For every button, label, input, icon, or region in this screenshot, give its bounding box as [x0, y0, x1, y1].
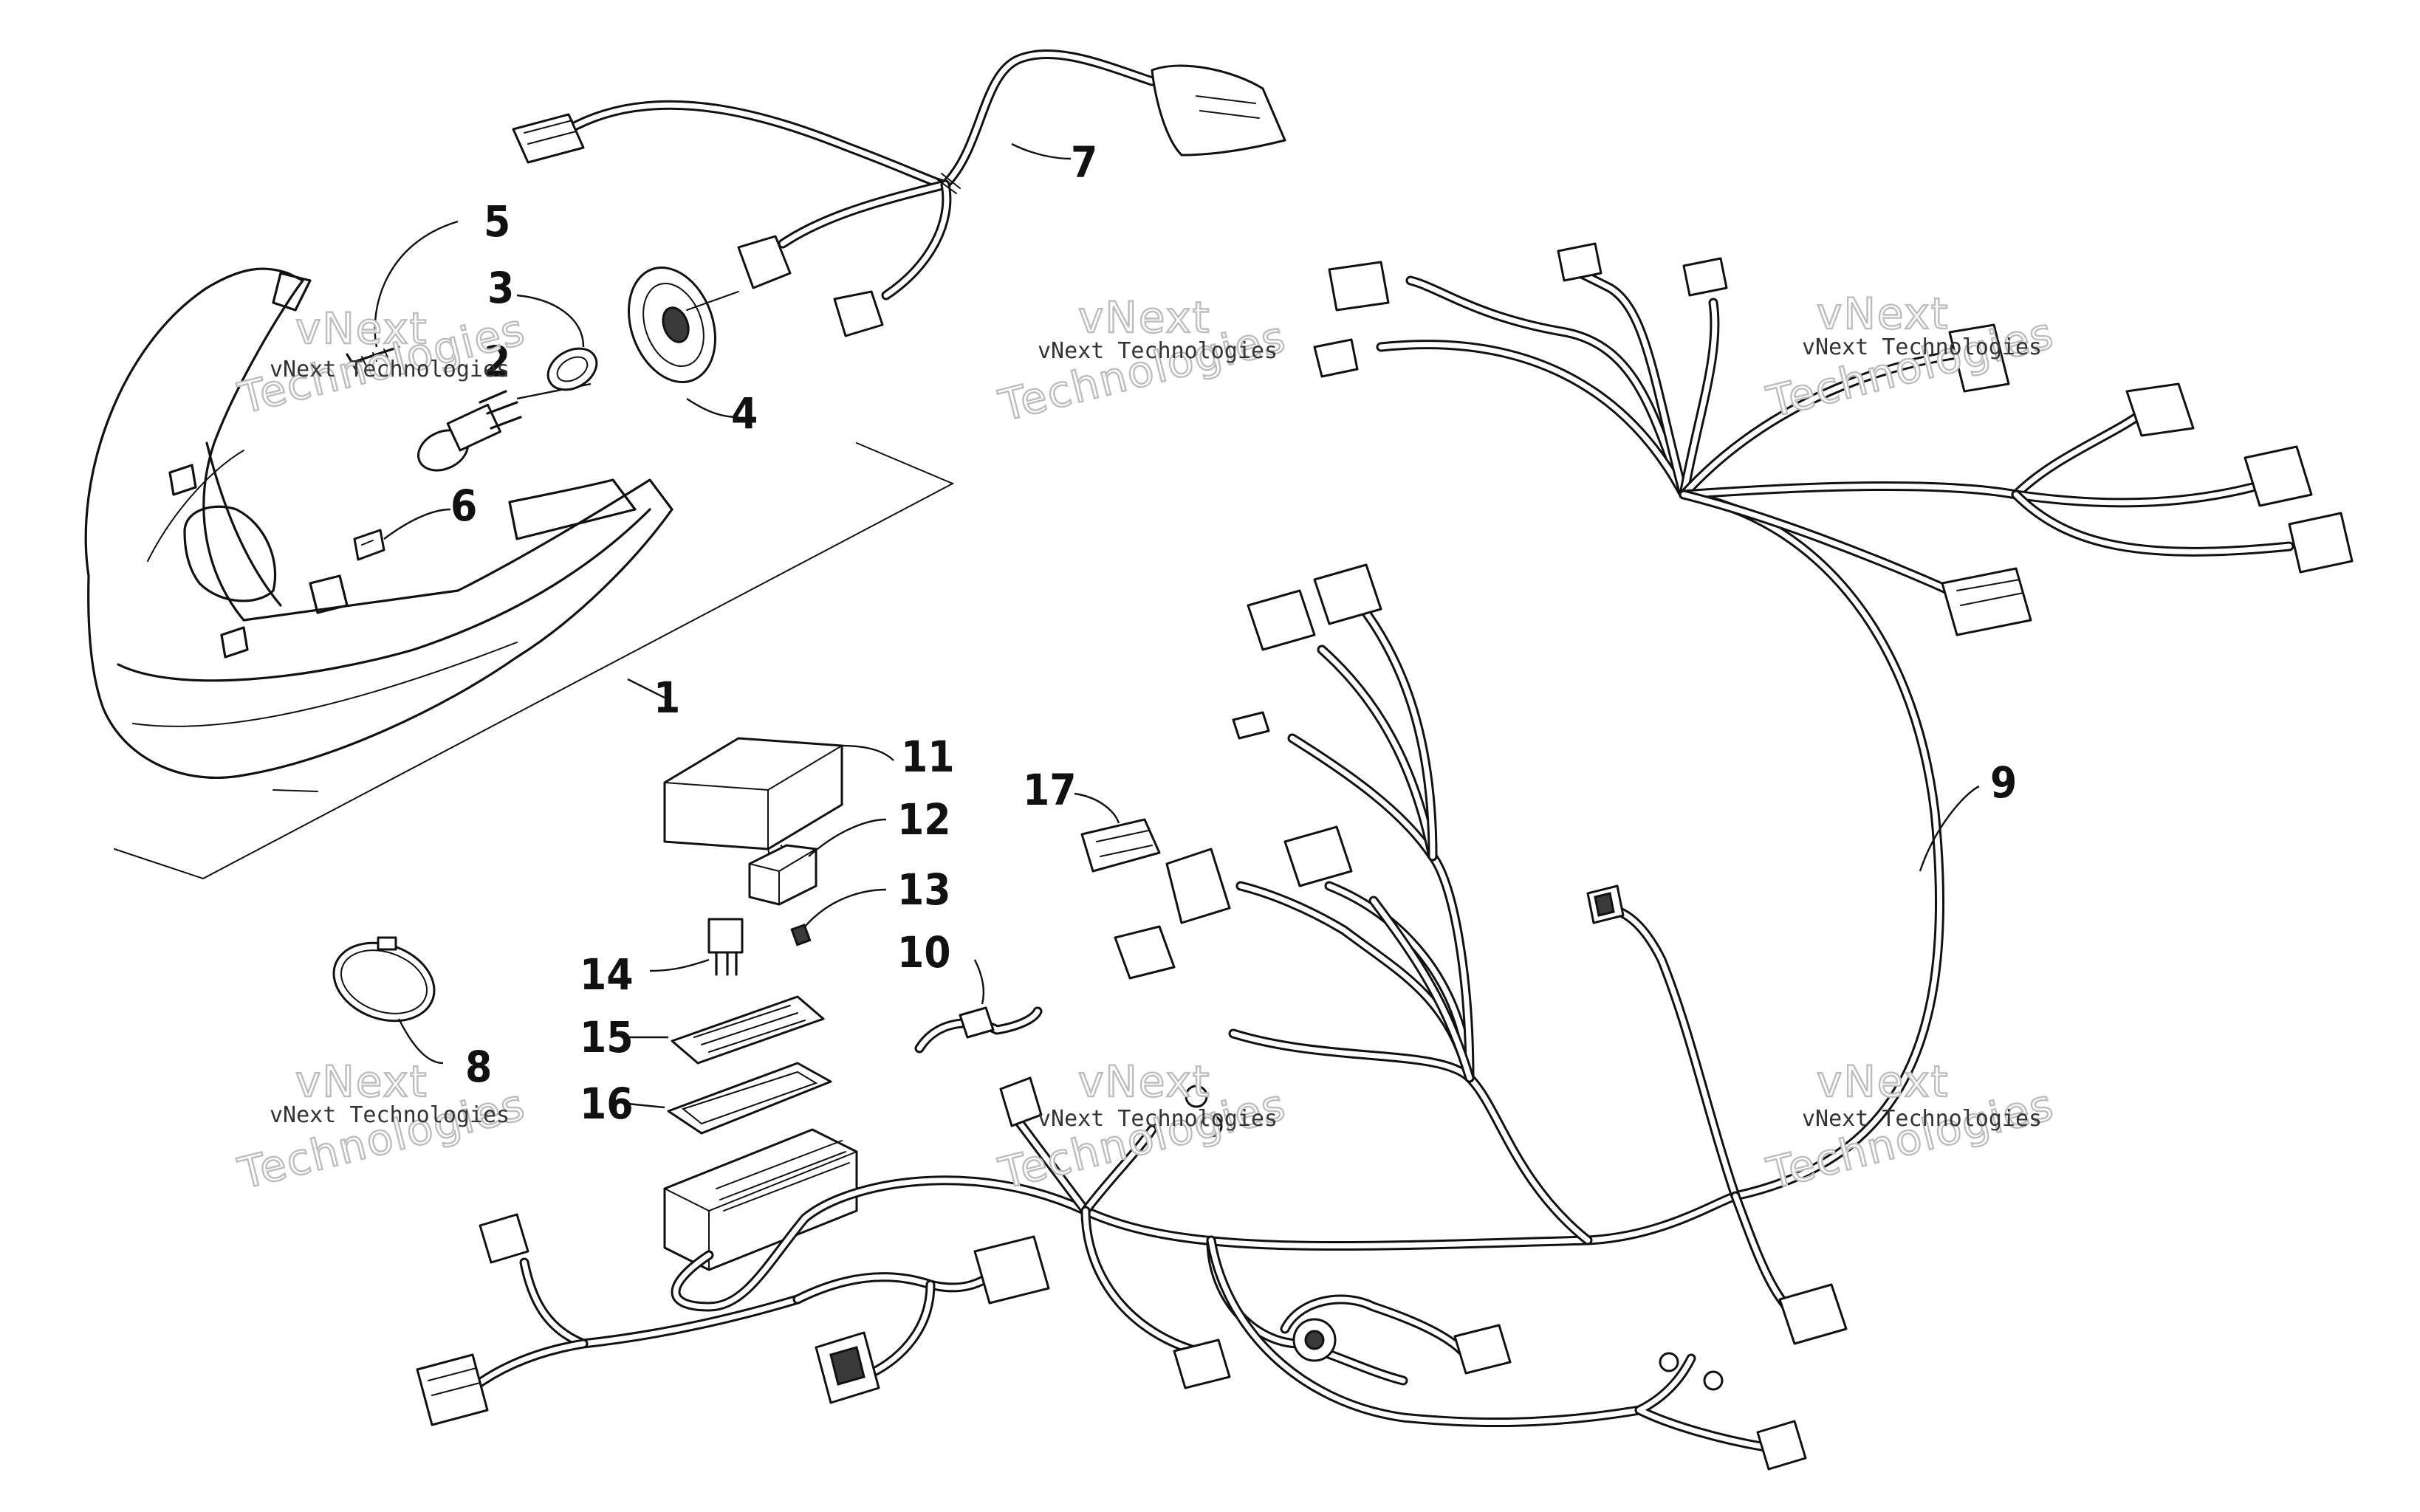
leader-14 — [649, 958, 710, 972]
relay-box-cover-part — [663, 737, 843, 865]
leader-5 — [374, 220, 459, 348]
leader-17 — [1074, 792, 1120, 824]
callout-4: 4 — [731, 388, 758, 439]
leader-3 — [516, 294, 585, 348]
relay-part — [707, 918, 744, 976]
callout-17: 17 — [1023, 765, 1077, 815]
watermark-large-top: vNext — [1817, 1056, 1949, 1107]
callout-15: 15 — [580, 1012, 634, 1062]
watermark-small: vNext Technologies — [1802, 334, 2042, 360]
leader-13 — [804, 888, 887, 927]
callout-3: 3 — [487, 263, 514, 313]
leader-10 — [973, 959, 985, 1005]
watermark-large-top: vNext — [295, 1056, 428, 1107]
socket-boot-part — [628, 267, 739, 383]
clip-part — [353, 529, 385, 561]
callout-14: 14 — [580, 949, 634, 1000]
connector-part — [1080, 818, 1161, 873]
mini-fuse-part — [790, 923, 812, 946]
headlight-housing — [84, 267, 673, 792]
leader-6 — [383, 508, 451, 540]
watermark-large-top: vNext — [295, 303, 428, 354]
relay-module-part — [748, 844, 817, 906]
callout-6: 6 — [450, 481, 477, 531]
assembly-bracket — [114, 442, 955, 880]
watermark-top-center: vNext Technologies vNext Technologies — [993, 292, 1292, 432]
watermark-bottom-center: vNext Technologies vNext Technologies — [993, 1056, 1292, 1200]
retaining-ring-part — [546, 347, 598, 391]
callout-10: 10 — [897, 927, 951, 977]
callout-8: 8 — [465, 1042, 492, 1092]
watermark-top-right: vNext Technologies vNext Technologies — [1761, 288, 2060, 428]
leader-4 — [686, 398, 739, 419]
leader-16 — [627, 1102, 665, 1109]
callout-7: 7 — [1071, 137, 1097, 188]
callout-labels: 1 2 3 4 5 6 7 8 9 10 11 12 13 14 15 16 1… — [450, 137, 2017, 1129]
watermark-large-top: vNext — [1078, 1056, 1210, 1107]
watermark-bottom-right: vNext Technologies vNext Technologies — [1761, 1056, 2060, 1200]
callout-11: 11 — [901, 732, 955, 782]
watermark-small: vNext Technologies — [1802, 1106, 2042, 1132]
watermark-small: vNext Technologies — [1038, 1106, 1278, 1132]
leader-11 — [841, 744, 894, 761]
screw-part — [346, 346, 400, 374]
watermark-large-top: vNext — [1078, 292, 1210, 343]
cable-tie-part — [332, 936, 436, 1023]
callout-9: 9 — [1990, 757, 2017, 808]
watermark-small: vNext Technologies — [270, 1102, 510, 1128]
fuse-box-gasket-part — [667, 1062, 832, 1135]
fuse-label-part — [671, 995, 825, 1065]
watermark-large-top: vNext — [1817, 289, 1949, 339]
inline-fuse-holder-part — [914, 1006, 1043, 1054]
callout-13: 13 — [897, 865, 951, 915]
callout-12: 12 — [897, 794, 951, 845]
watermark-small: vNext Technologies — [270, 357, 510, 382]
callout-5: 5 — [484, 196, 510, 247]
bulb-part — [417, 390, 522, 472]
leader-1 — [627, 678, 665, 699]
main-harness — [416, 242, 2354, 1471]
leader-12 — [808, 818, 887, 857]
headlight-harness — [512, 49, 1286, 337]
watermark-small: vNext Technologies — [1038, 338, 1278, 364]
leader-9 — [1919, 785, 1980, 872]
callout-2: 2 — [484, 337, 510, 387]
leader-8 — [397, 1018, 444, 1065]
leader-7 — [1011, 142, 1072, 160]
callout-16: 16 — [580, 1079, 634, 1129]
callout-1: 1 — [654, 673, 680, 723]
